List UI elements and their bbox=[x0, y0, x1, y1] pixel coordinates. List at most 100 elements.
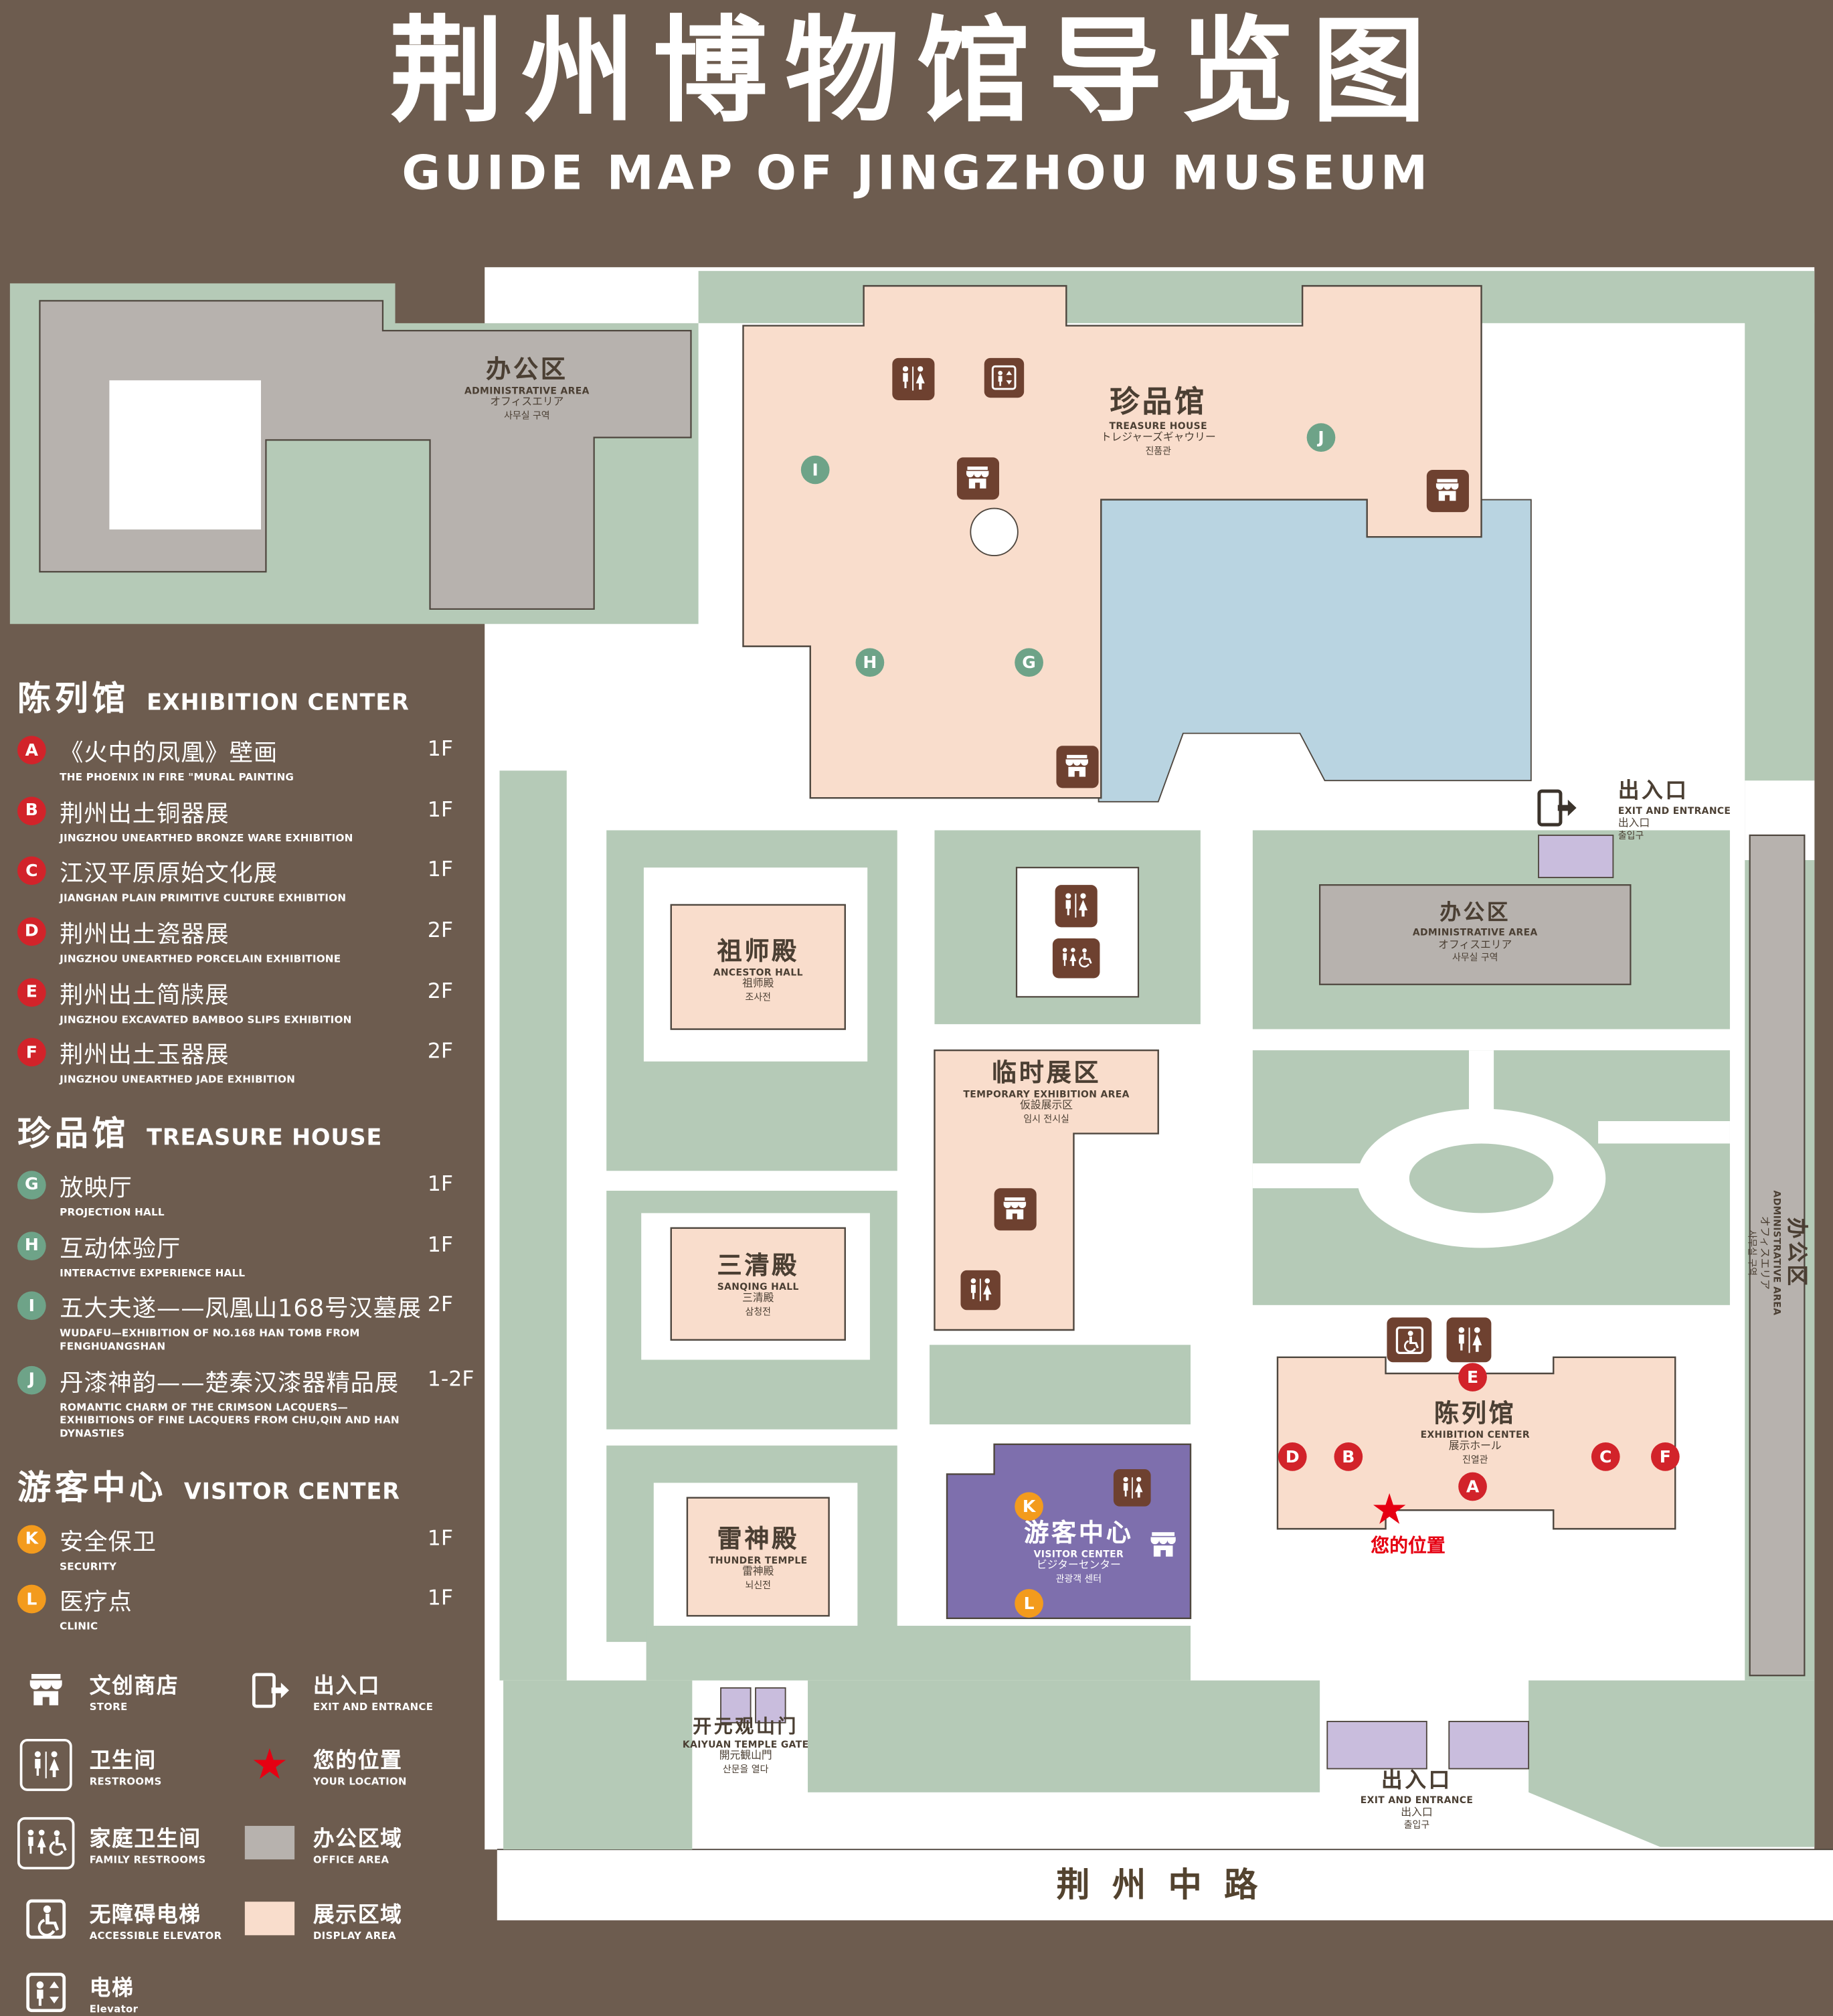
legend-items-visitor: K 安全保卫 SECURITY 1F L 医疗点 CLINIC 1F bbox=[17, 1523, 483, 1633]
legend-item-en: JINGZHOU UNEARTHED PORCELAIN EXHIBITIONE bbox=[60, 952, 341, 964]
green-below-temporary bbox=[930, 1345, 1191, 1425]
south-gate-building-west bbox=[1326, 1721, 1427, 1770]
building-ancestor-hall bbox=[670, 904, 846, 1030]
building-name-zh: 珍品馆 bbox=[1110, 384, 1207, 420]
section-title-en: VISITOR CENTER bbox=[183, 1478, 400, 1505]
exit-icon bbox=[241, 1669, 298, 1711]
building-sanqing-hall bbox=[670, 1227, 846, 1341]
exit-name-ko: 출입구 bbox=[1403, 1819, 1430, 1831]
building-name-ko: 관광객 센터 bbox=[1055, 1573, 1102, 1585]
legend-marker: B bbox=[17, 796, 46, 825]
page-title: 荆州博物馆导览图 bbox=[389, 5, 1444, 139]
gate-name-ja: 開元観山門 bbox=[719, 1750, 772, 1763]
label-exhibition-center: 陈列馆 EXHIBITION CENTER 展示ホール 진열관 bbox=[1421, 1398, 1530, 1466]
garden-path-east bbox=[1598, 1121, 1730, 1144]
restroom-icon bbox=[17, 1738, 74, 1791]
restroom-icon bbox=[1055, 885, 1098, 928]
legend-item-floor: 1F bbox=[427, 1172, 454, 1197]
building-name-ja: 展示ホール bbox=[1448, 1440, 1502, 1454]
label-kaiyuan-gate: 开元观山门 KAIYUAN TEMPLE GATE 開元観山門 산문을 열다 bbox=[683, 1715, 809, 1775]
map-marker-b: B bbox=[1334, 1442, 1363, 1471]
map-marker-e: E bbox=[1458, 1363, 1487, 1392]
legend-marker: J bbox=[17, 1365, 46, 1394]
legend-item: A 《火中的凤凰》壁画 THE PHOENIX IN FIRE "MURAL P… bbox=[17, 734, 483, 784]
legend-item: K 安全保卫 SECURITY 1F bbox=[17, 1523, 483, 1573]
map-marker-j: J bbox=[1306, 423, 1336, 452]
legend-marker: F bbox=[17, 1038, 46, 1067]
building-name-en: ANCESTOR HALL bbox=[713, 967, 803, 979]
legend-item-en: PROJECTION HALL bbox=[60, 1205, 165, 1218]
legend-item: J 丹漆神韵——楚秦汉漆器精品展 ROMANTIC CHARM OF THE C… bbox=[17, 1364, 483, 1440]
legend-section-treasure-house: 珍品馆 TREASURE HOUSE bbox=[17, 1106, 483, 1155]
building-name-ko: 사무실 구역 bbox=[1746, 1230, 1757, 1276]
legend-item: B 荆州出土铜器展 JINGZHOU UNEARTHED BRONZE WARE… bbox=[17, 795, 483, 845]
building-name-ko: 임시 전시실 bbox=[1023, 1113, 1069, 1125]
building-name-en: VISITOR CENTER bbox=[1033, 1548, 1124, 1560]
legend-item-floor: 1F bbox=[427, 1232, 454, 1258]
legend-marker: L bbox=[17, 1585, 46, 1614]
building-name-ko: 진열관 bbox=[1462, 1454, 1488, 1466]
map-marker-i: I bbox=[800, 455, 830, 485]
building-name-zh: 游客中心 bbox=[1024, 1517, 1134, 1547]
store-icon bbox=[1426, 469, 1469, 513]
label-ancestor-hall: 祖师殿 ANCESTOR HALL 祖师殿 조사전 bbox=[713, 936, 803, 1003]
gate-name-zh: 开元观山门 bbox=[693, 1715, 799, 1738]
building-name-ja: 祖师殿 bbox=[742, 978, 774, 991]
office-area-swatch bbox=[241, 1826, 298, 1860]
legend-marker: H bbox=[17, 1231, 46, 1260]
exit-name-en: EXIT AND ENTRANCE bbox=[1360, 1794, 1474, 1807]
building-name-en: ADMINISTRATIVE AREA bbox=[464, 385, 590, 397]
green-strip-west bbox=[499, 770, 567, 1681]
building-name-ja: 雷神殿 bbox=[742, 1566, 774, 1579]
building-name-zh: 祖师殿 bbox=[717, 935, 800, 966]
legend-marker: E bbox=[17, 977, 46, 1007]
green-below-visitor bbox=[646, 1625, 1191, 1681]
label-treasure-house: 珍品馆 TREASURE HOUSE トレジャーズギャウリー 진품관 bbox=[1101, 384, 1216, 457]
map-marker-h: H bbox=[855, 648, 885, 677]
building-name-zh: 陈列馆 bbox=[1433, 1398, 1516, 1428]
legend-item-en: JIANGHAN PLAIN PRIMITIVE CULTURE EXHIBIT… bbox=[60, 892, 347, 904]
legend-marker: K bbox=[17, 1524, 46, 1553]
map-marker-k: K bbox=[1015, 1492, 1043, 1521]
green-sw bbox=[503, 1680, 693, 1850]
legend-item-zh: 江汉平原原始文化展 bbox=[60, 860, 278, 888]
legend-item-zh: 荆州出土玉器展 bbox=[60, 1041, 230, 1070]
legend-item-en: JINGZHOU UNEARTHED BRONZE WARE EXHIBITIO… bbox=[60, 831, 353, 844]
green-south bbox=[808, 1680, 1320, 1792]
building-admin-east bbox=[1319, 884, 1632, 985]
legend-item-floor: 2F bbox=[427, 1039, 454, 1065]
label-exit-south: 出入口 EXIT AND ENTRANCE 出入口 출입구 bbox=[1361, 1768, 1474, 1831]
map-marker-f: F bbox=[1651, 1442, 1680, 1471]
legend-item-zh: 医疗点 bbox=[60, 1588, 133, 1616]
legend-marker: C bbox=[17, 857, 46, 886]
legend-item-floor: 1F bbox=[427, 797, 454, 823]
building-name-ko: 삼청전 bbox=[745, 1306, 771, 1318]
legend-item-floor: 2F bbox=[427, 918, 454, 944]
elevator-icon bbox=[17, 1968, 74, 2016]
exit-name-zh: 出入口 bbox=[1618, 778, 1689, 804]
page-subtitle: GUIDE MAP OF JINGZHOU MUSEUM bbox=[402, 145, 1431, 200]
section-title-en: TREASURE HOUSE bbox=[147, 1124, 383, 1151]
accessible-elevator-icon bbox=[1387, 1317, 1432, 1363]
legend-marker: G bbox=[17, 1171, 46, 1199]
legend-item-en: THE PHOENIX IN FIRE "MURAL PAINTING bbox=[60, 770, 294, 783]
building-name-en: TEMPORARY EXHIBITION AREA bbox=[963, 1088, 1130, 1100]
guide-map-sign: 荆州博物馆导览图 GUIDE MAP OF JINGZHOU MUSEUM bbox=[9, 5, 1833, 2015]
legend-item-en: WUDAFU—EXHIBITION OF NO.168 HAN TOMB FRO… bbox=[60, 1326, 360, 1353]
store-icon bbox=[1056, 746, 1099, 788]
garden-path-west bbox=[1252, 1163, 1371, 1189]
map-marker-a: A bbox=[1458, 1472, 1487, 1501]
store-icon bbox=[956, 457, 1000, 500]
section-title-zh: 陈列馆 bbox=[17, 679, 130, 719]
legend-item-floor: 1F bbox=[427, 737, 454, 762]
label-admin-nw: 办公区 ADMINISTRATIVE AREA オフィスエリア 사무실 구역 bbox=[464, 354, 590, 422]
legend-items-exhibition: A 《火中的凤凰》壁画 THE PHOENIX IN FIRE "MURAL P… bbox=[17, 734, 483, 1086]
building-name-ja: トレジャーズギャウリー bbox=[1100, 432, 1216, 445]
building-name-zh: 雷神殿 bbox=[717, 1523, 800, 1553]
restroom-icon bbox=[960, 1270, 1000, 1311]
legend-item-floor: 1-2F bbox=[427, 1366, 474, 1392]
legend-item-floor: 1F bbox=[427, 1586, 454, 1612]
